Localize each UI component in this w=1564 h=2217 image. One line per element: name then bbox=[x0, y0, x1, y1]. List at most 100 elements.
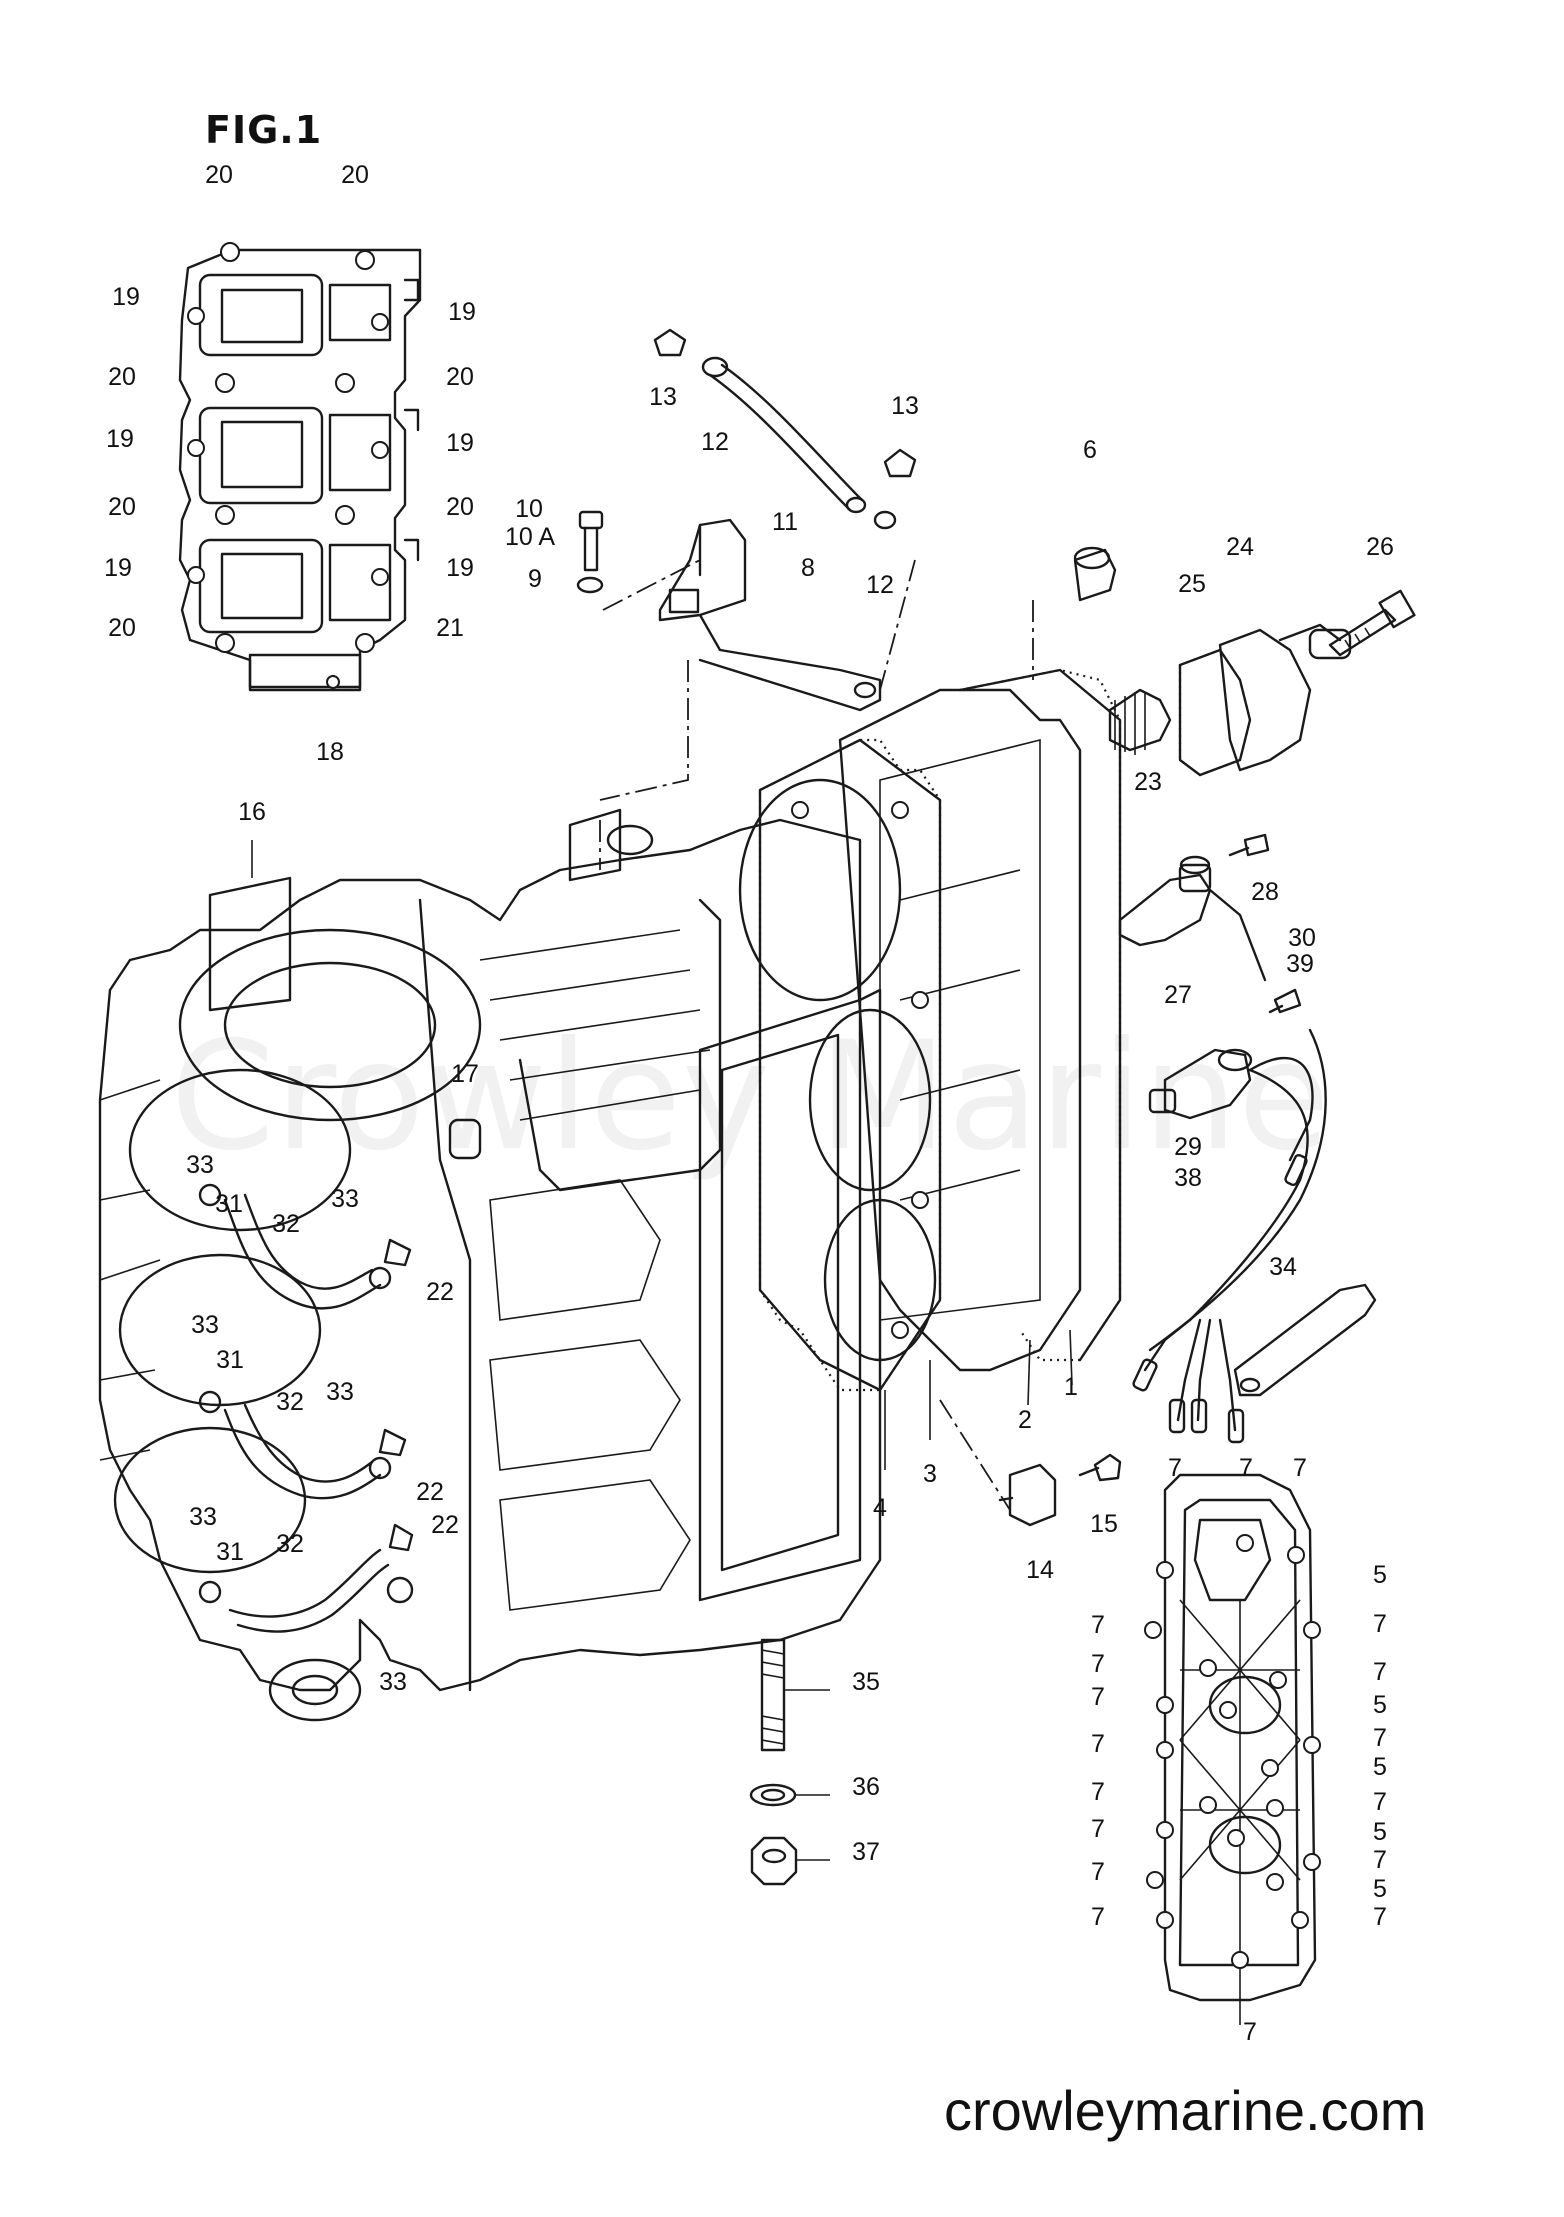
callout-33: 33 bbox=[186, 1151, 214, 1179]
callout-24: 24 bbox=[1226, 533, 1254, 561]
callout-38: 38 bbox=[1174, 1164, 1202, 1192]
callout-17: 17 bbox=[451, 1060, 479, 1088]
callout-7: 7 bbox=[1091, 1903, 1105, 1931]
callout-7: 7 bbox=[1239, 1454, 1253, 1482]
sensor-assembly bbox=[1118, 833, 1377, 1444]
callout-15: 15 bbox=[1090, 1510, 1118, 1538]
callout-34: 34 bbox=[1269, 1253, 1297, 1281]
callout-33: 33 bbox=[326, 1378, 354, 1406]
callout-7: 7 bbox=[1243, 2018, 1257, 2046]
callout-33: 33 bbox=[331, 1185, 359, 1213]
callout-10: 10 bbox=[515, 495, 543, 523]
callout-7: 7 bbox=[1091, 1730, 1105, 1758]
callout-7: 7 bbox=[1293, 1454, 1307, 1482]
callout-28: 28 bbox=[1251, 878, 1279, 906]
callout-18: 18 bbox=[316, 738, 344, 766]
callout-7: 7 bbox=[1373, 1846, 1387, 1874]
callout-12: 12 bbox=[701, 428, 729, 456]
callout-16: 16 bbox=[238, 798, 266, 826]
callout-2: 2 bbox=[1018, 1406, 1032, 1434]
callout-20: 20 bbox=[108, 493, 136, 521]
watermark: Crowley Marine bbox=[170, 1010, 1331, 1184]
figure-title: FIG.1 bbox=[205, 108, 323, 152]
callout-20: 20 bbox=[341, 161, 369, 189]
callout-13: 13 bbox=[649, 383, 677, 411]
misc-hardware bbox=[749, 1453, 1122, 1886]
callout-7: 7 bbox=[1091, 1650, 1105, 1678]
callout-10a: 10 A bbox=[505, 523, 555, 551]
callout-23: 23 bbox=[1134, 768, 1162, 796]
callout-27: 27 bbox=[1164, 981, 1192, 1009]
callout-7: 7 bbox=[1373, 1610, 1387, 1638]
callout-19: 19 bbox=[448, 298, 476, 326]
callout-19: 19 bbox=[446, 429, 474, 457]
callout-5: 5 bbox=[1373, 1818, 1387, 1846]
callout-22: 22 bbox=[431, 1511, 459, 1539]
callout-7: 7 bbox=[1091, 1815, 1105, 1843]
callout-19: 19 bbox=[106, 425, 134, 453]
callout-21: 21 bbox=[436, 614, 464, 642]
callout-7: 7 bbox=[1373, 1788, 1387, 1816]
callout-20: 20 bbox=[108, 614, 136, 642]
water-hoses bbox=[198, 1118, 482, 1633]
callout-32: 32 bbox=[276, 1530, 304, 1558]
callout-31: 31 bbox=[215, 1190, 243, 1218]
callout-22: 22 bbox=[416, 1478, 444, 1506]
callout-1: 1 bbox=[1064, 1373, 1078, 1401]
callout-20: 20 bbox=[108, 363, 136, 391]
callout-7: 7 bbox=[1373, 1658, 1387, 1686]
callout-8: 8 bbox=[801, 554, 815, 582]
exhaust-cover-plate bbox=[1144, 1473, 1321, 2025]
callout-5: 5 bbox=[1373, 1691, 1387, 1719]
callout-4: 4 bbox=[873, 1494, 887, 1522]
callout-7: 7 bbox=[1373, 1903, 1387, 1931]
bracket-and-hose bbox=[576, 328, 1034, 870]
callout-19: 19 bbox=[446, 554, 474, 582]
callout-22: 22 bbox=[426, 1278, 454, 1306]
callout-7: 7 bbox=[1091, 1778, 1105, 1806]
cylinder-head-assembly bbox=[738, 668, 1122, 1511]
callout-13: 13 bbox=[891, 392, 919, 420]
callout-37: 37 bbox=[852, 1838, 880, 1866]
callout-39: 39 bbox=[1286, 950, 1314, 978]
callout-7: 7 bbox=[1091, 1683, 1105, 1711]
callout-29: 29 bbox=[1174, 1133, 1202, 1161]
callout-20: 20 bbox=[446, 363, 474, 391]
callout-33: 33 bbox=[379, 1668, 407, 1696]
callout-20: 20 bbox=[446, 493, 474, 521]
callout-9: 9 bbox=[528, 565, 542, 593]
callout-3: 3 bbox=[923, 1460, 937, 1488]
cylinder-block bbox=[98, 808, 882, 1722]
callout-12: 12 bbox=[866, 571, 894, 599]
callout-14: 14 bbox=[1026, 1556, 1054, 1584]
callout-19: 19 bbox=[112, 283, 140, 311]
callout-20: 20 bbox=[205, 161, 233, 189]
site-url[interactable]: crowleymarine.com bbox=[944, 2079, 1427, 2142]
intake-manifold-gasket bbox=[178, 242, 422, 692]
callout-30: 30 bbox=[1288, 924, 1316, 952]
callout-26: 26 bbox=[1366, 533, 1394, 561]
thermostat-assembly bbox=[1073, 546, 1416, 777]
callout-5: 5 bbox=[1373, 1561, 1387, 1589]
callout-5: 5 bbox=[1373, 1875, 1387, 1903]
callout-7: 7 bbox=[1091, 1858, 1105, 1886]
callout-33: 33 bbox=[189, 1503, 217, 1531]
callout-25: 25 bbox=[1178, 570, 1206, 598]
callout-6: 6 bbox=[1083, 436, 1097, 464]
callout-33: 33 bbox=[191, 1311, 219, 1339]
callout-19: 19 bbox=[104, 554, 132, 582]
callout-7: 7 bbox=[1373, 1724, 1387, 1752]
callout-32: 32 bbox=[276, 1388, 304, 1416]
callout-7: 7 bbox=[1168, 1454, 1182, 1482]
callout-31: 31 bbox=[216, 1346, 244, 1374]
callout-36: 36 bbox=[852, 1773, 880, 1801]
callout-35: 35 bbox=[852, 1668, 880, 1696]
callout-5: 5 bbox=[1373, 1753, 1387, 1781]
callout-11: 11 bbox=[772, 508, 798, 536]
callout-31: 31 bbox=[216, 1538, 244, 1566]
callout-7: 7 bbox=[1091, 1611, 1105, 1639]
callout-32: 32 bbox=[272, 1210, 300, 1238]
